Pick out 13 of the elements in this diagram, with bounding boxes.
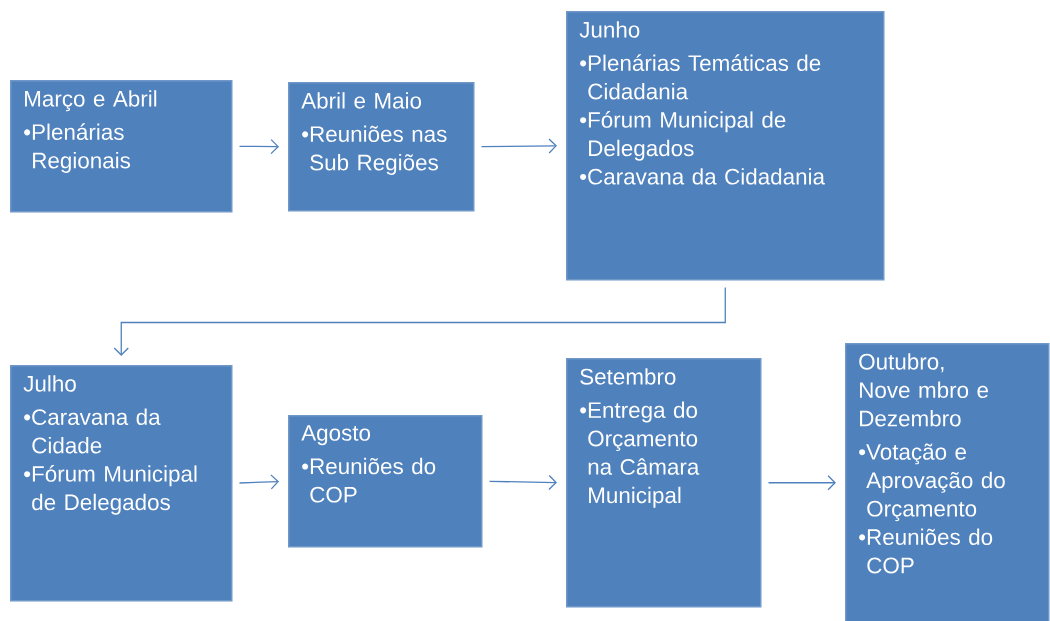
process-box: Abril e Maio •Reuniões nas Sub Regiões [288, 82, 475, 212]
process-box: Outubro, Nove mbro e Dezembro •Votação e Aprovação do Orçamento •Reuniões do COP [845, 343, 1050, 621]
process-box: Julho •Caravana da Cidade •Fórum Municipal de Delegados [10, 365, 233, 602]
process-box: Março e Abril •Plenárias Regionais [10, 80, 233, 213]
arrow [113, 286, 726, 356]
arrow [480, 138, 557, 154]
arrow [238, 474, 279, 490]
process-box: Junho •Plenárias Temáticas de Cidadania •Fórum Municipal de Delegados •Caravana da Cidadania [566, 11, 885, 281]
arrow [238, 138, 279, 155]
process-box: Agosto •Reuniões do COP [288, 415, 483, 548]
process-box: Setembro •Entrega do Orçamento na Câmara Municipal [566, 358, 762, 608]
arrow [488, 474, 557, 491]
arrow [767, 475, 836, 491]
